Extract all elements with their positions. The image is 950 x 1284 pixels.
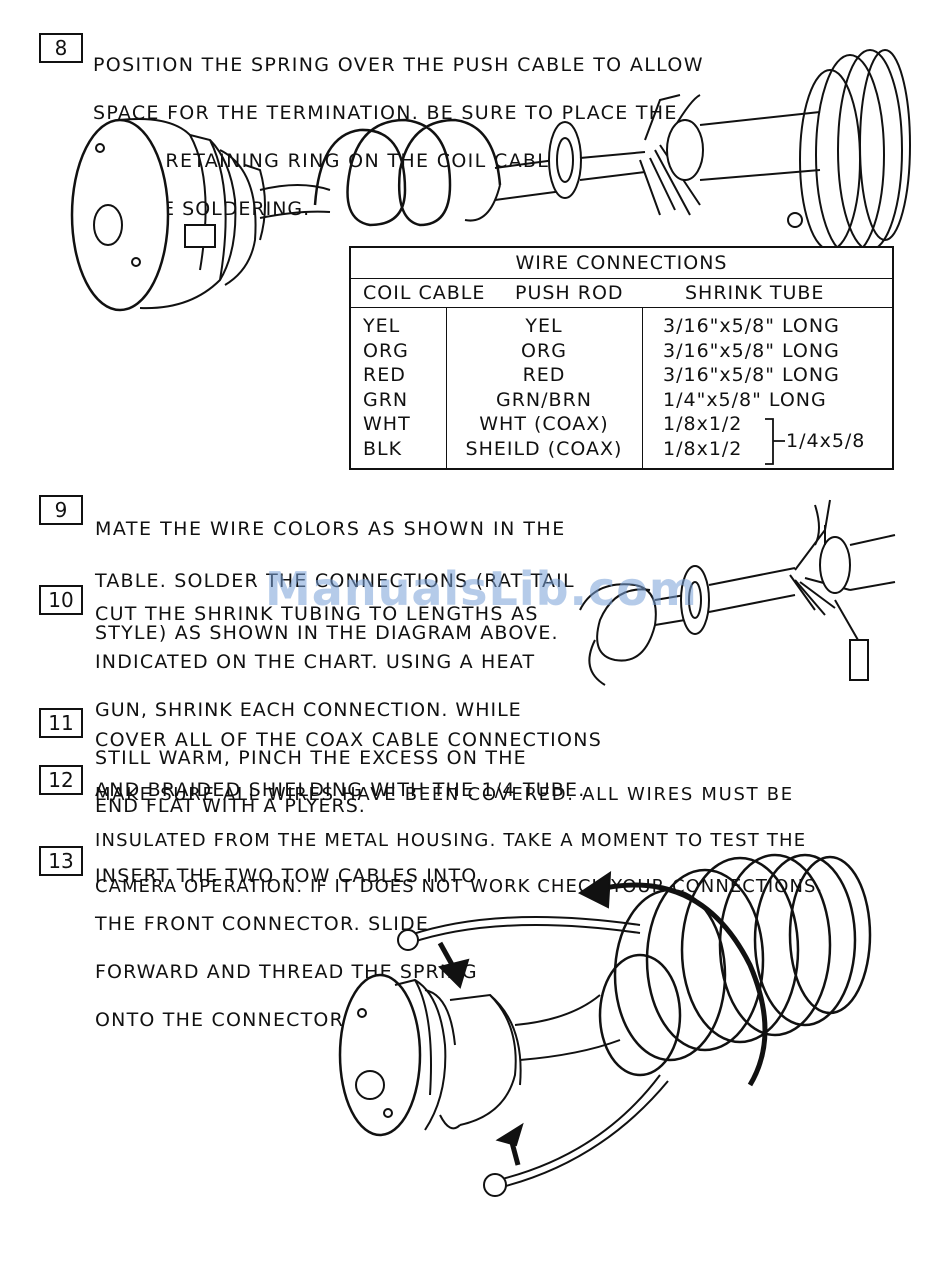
table-body: YEL ORG RED GRN WHT BLK YEL ORG RED GRN/… [351, 308, 892, 470]
step-13-number: 13 [39, 846, 83, 876]
table-cell: BLK [363, 437, 403, 460]
step-11-number: 11 [39, 708, 83, 738]
step-12-text: MAKE SURE ALL WIRES HAVE BEEN COVERED. A… [95, 784, 824, 897]
table-cell: YEL [525, 315, 563, 337]
header-push-rod: PUSH ROD [515, 282, 624, 304]
table-cell: 1/8x1/2 [663, 413, 743, 435]
wire-connections-table: WIRE CONNECTIONS COIL CABLE PUSH ROD SHR… [349, 246, 894, 470]
thread-spring-onto-connector-illustration [338, 853, 872, 1197]
step-10-number: 10 [39, 585, 83, 615]
coax-bracket [765, 418, 785, 465]
header-coil-cable: COIL CABLE [363, 282, 486, 304]
table-cell: GRN/BRN [496, 388, 592, 411]
table-header-row: COIL CABLE PUSH ROD SHRINK TUBE [351, 279, 892, 308]
table-cell: RED [522, 364, 566, 386]
table-cell: YEL [363, 315, 401, 337]
step-9-number: 9 [39, 495, 83, 525]
step-9-text: MATE THE WIRE COLORS AS SHOWN IN THE TAB… [95, 518, 575, 644]
step-10-text: CUT THE SHRINK TUBING TO LENGTHS AS INDI… [95, 603, 539, 817]
spring-over-push-cable-illustration [70, 49, 911, 312]
table-cell: GRN [363, 388, 409, 411]
table-cell: WHT [363, 413, 411, 435]
table-cell: 1/8x1/2 [663, 437, 743, 460]
header-shrink-tube: SHRINK TUBE [685, 282, 825, 304]
table-cell: 3/16"x5/8" LONG [663, 315, 840, 337]
shrink-tube-column: 3/16"x5/8" LONG 3/16"x5/8" LONG 3/16"x5/… [663, 308, 888, 470]
step-13-text: INSERT THE TWO TOW CABLES INTO THE FRONT… [95, 865, 478, 1031]
watermark: ManualsLib.com [265, 562, 698, 616]
step-11-text: COVER ALL OF THE COAX CABLE CONNECTIONS … [95, 729, 603, 801]
table-cell: ORG [363, 339, 409, 362]
table-cell: RED [363, 364, 406, 386]
table-cell: SHEILD (COAX) [465, 437, 623, 460]
solder-connections-illustration [579, 499, 896, 686]
table-cell: ORG [521, 339, 567, 362]
table-title: WIRE CONNECTIONS [351, 248, 892, 279]
coil-cable-column: YEL ORG RED GRN WHT BLK [363, 308, 443, 470]
table-cell: 3/16"x5/8" LONG [663, 364, 840, 386]
table-cell: WHT (COAX) [479, 413, 609, 435]
table-cell: 3/16"x5/8" LONG [663, 339, 840, 362]
step-8-number: 8 [39, 33, 83, 63]
push-rod-column: YEL ORG RED GRN/BRN WHT (COAX) SHEILD (C… [448, 308, 640, 470]
step-12-number: 12 [39, 765, 83, 795]
table-cell: 1/4"x5/8" LONG [663, 388, 827, 411]
coax-cover-size: 1/4x5/8 [786, 430, 866, 452]
